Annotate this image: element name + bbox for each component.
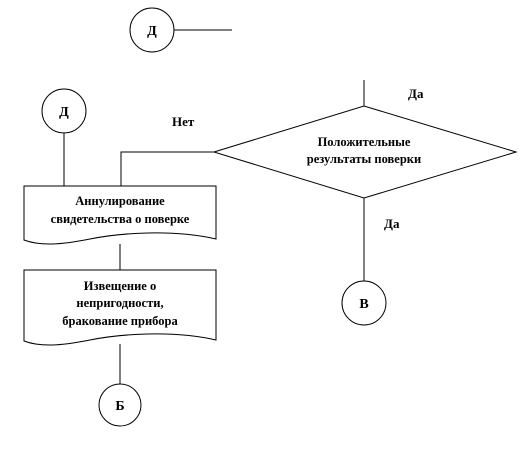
edge-label-yes-top: Да [408, 86, 424, 101]
document-annulment-shape [23, 185, 217, 245]
edge-label-yes-bottom: Да [384, 216, 400, 231]
document-notice-line2: непригодности, [76, 296, 163, 310]
document-notice-shape [23, 269, 217, 346]
connector-v-circle [341, 280, 387, 326]
connector-b-circle [98, 383, 142, 427]
connector-b-label: Б [115, 399, 124, 414]
decision-text-line2: результаты поверки [307, 152, 421, 166]
connector-d-left-circle [41, 88, 87, 134]
connector-d-left: Д [41, 88, 87, 134]
connector-d-top-circle [129, 7, 175, 53]
decision-diamond [212, 105, 518, 199]
document-annulment-line1: Аннулирование [75, 194, 165, 208]
document-notice-line1: Извещение о [84, 279, 156, 293]
decision-text-line1: Положительные [318, 135, 411, 149]
connector-b: Б [98, 383, 142, 427]
flow-line-no-branch [120, 151, 214, 186]
connector-v: В [341, 280, 387, 326]
connector-v-label: В [359, 297, 368, 312]
document-notice-line3: бракование прибора [62, 314, 178, 328]
connector-d-top-label: Д [147, 24, 157, 39]
edge-label-no: Нет [172, 114, 195, 129]
connector-d-top: Д [129, 7, 175, 53]
document-notice-unfitness: Извещение о непригодности, бракование пр… [23, 269, 217, 346]
document-annulment-line2: свидетельства о поверке [51, 212, 190, 226]
connector-d-left-label: Д [59, 105, 69, 120]
decision-positive-results: Положительные результаты поверки [212, 105, 518, 199]
document-annulment: Аннулирование свидетельства о поверке [23, 185, 217, 245]
